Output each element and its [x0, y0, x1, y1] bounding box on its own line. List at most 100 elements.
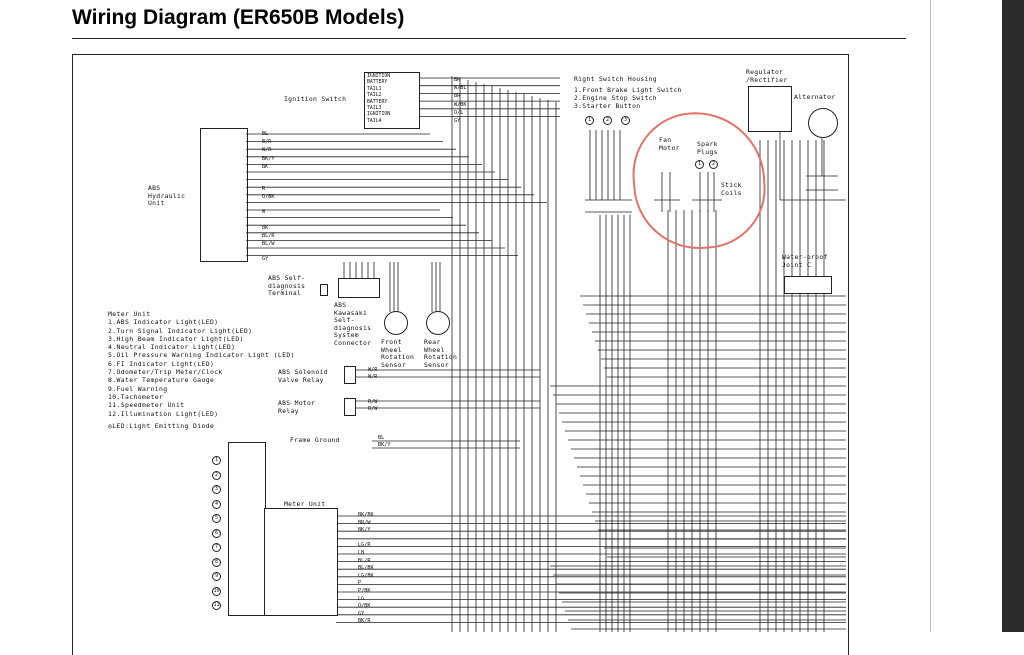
wire-code: W/R [368, 374, 378, 380]
right-switch-item: 2.Engine Stop Switch [574, 94, 657, 102]
ignition-switch-label: Ignition Switch [284, 95, 347, 103]
page-title: Wiring Diagram (ER650B Models) [72, 6, 405, 29]
wire-code: BL/BK [358, 565, 374, 572]
meter-indicator-number: 3 [212, 485, 221, 494]
wire-code [358, 535, 374, 543]
wire-code: P/BK [358, 587, 371, 594]
wire-code: BL/W [262, 241, 275, 248]
wire-code: BL/R [262, 232, 275, 239]
wire-code: O/L [454, 109, 464, 116]
wire-code: R [262, 186, 266, 193]
meter-unit-legend-item: 4.Neutral Indicator Light(LED) [108, 343, 236, 352]
meter-unit-legend-item: 12.Illumination Light(LED) [108, 409, 219, 418]
wire-code: R/W [368, 399, 378, 405]
abs-self-diagnosis-terminal-label: ABS Self- diagnosis Terminal [268, 274, 306, 298]
window-edge-strip [1002, 0, 1024, 632]
front-wheel-sensor-symbol [384, 311, 408, 335]
wire-code: BK/Y [262, 155, 275, 162]
wire-code: BL [262, 131, 269, 137]
wire-code: GY [358, 610, 365, 617]
meter-unit-legend-item: 3.High Beam Indicator Light(LED) [108, 334, 244, 343]
abs-motor-relay-label: ABS Motor Relay [278, 399, 316, 415]
abs-kawasaki-connector [338, 278, 380, 298]
diagram-frame [72, 54, 849, 655]
wire-code: BK [262, 224, 269, 231]
wire-code [262, 171, 275, 178]
meter-indicator-number: 7 [212, 543, 221, 552]
meter-indicator-number: 2 [212, 470, 221, 480]
abs-solenoid-valve-relay-label: ABS Solenoid Valve Relay [278, 368, 328, 384]
wire-code: W [262, 209, 266, 216]
abs-hydraulic-unit-label: ABS Hydraulic Unit [148, 184, 186, 208]
wire-code [262, 201, 275, 208]
abs-motor-relay [344, 398, 356, 416]
wire-code: BK/Y [358, 527, 371, 534]
meter-indicator-number: 8 [212, 557, 221, 567]
abs-kawasaki-connector-label: ABS Kawasaki Self- diagnosis System Conn… [334, 301, 372, 347]
abs-hydraulic-unit-box [200, 128, 248, 262]
wire-code: BL [378, 435, 385, 441]
wire-code: W/BK [454, 101, 467, 108]
page-edge [930, 0, 931, 632]
wire-code: O/BK [358, 603, 371, 610]
ignition-table-row: IGNITION [367, 74, 391, 79]
right-switch-number: 3 [621, 116, 630, 125]
abs-self-diagnosis-terminal [320, 284, 328, 296]
ignition-table-row: TAIL4 [367, 118, 382, 124]
meter-unit-legend-item: 11.Speedmeter Unit [108, 401, 185, 410]
water-proof-joint-box [784, 276, 832, 294]
rear-wheel-sensor-label: Rear Wheel Rotation Sensor [424, 338, 458, 369]
alternator-symbol [808, 108, 838, 138]
alternator-label: Alternator [794, 93, 836, 101]
right-switch-item: 1.Front Brake Light Switch [574, 86, 682, 94]
meter-unit-legend-item: 5.Oil Pressure Warning Indicator Light (… [108, 351, 295, 360]
ignition-table-row: IGNITION [367, 112, 391, 118]
ignition-table-row: BATTERY [367, 80, 388, 86]
meter-unit-box-label: Meter Unit [284, 500, 326, 508]
fan-motor-label: Fan Motor [659, 136, 680, 152]
ignition-table-row: TAIL2 [367, 93, 382, 99]
meter-unit-box [264, 508, 338, 616]
wire-code: BR [454, 93, 461, 100]
wire-code: BL/R [358, 557, 371, 564]
meter-unit-legend-item: 1.ABS Indicator Light(LED) [108, 318, 219, 327]
meter-indicator-number: 4 [212, 499, 221, 509]
wire-code [262, 178, 275, 185]
wire-code: GY [262, 256, 269, 263]
spark-plugs-label: Spark Plugs [697, 140, 718, 156]
wire-code [262, 248, 275, 255]
wire-code: GY [454, 118, 461, 125]
meter-unit-legend: Meter Unit 1.ABS Indicator Light(LED)2.T… [108, 310, 295, 430]
right-switch-housing-label: Right Switch Housing [574, 75, 657, 83]
spark-plug-number: 1 [695, 160, 704, 169]
wire-code: BR/W [358, 519, 371, 526]
abs-solenoid-valve-relay [344, 366, 356, 384]
wire-code: B/R [262, 139, 272, 146]
wire-code: BK [454, 77, 461, 83]
front-wheel-sensor-label: Front Wheel Rotation Sensor [381, 338, 415, 369]
meter-indicator-number: 1 [212, 456, 221, 465]
ignition-table-row: TAIL1 [367, 86, 382, 92]
frame-ground-label: Frame Ground [290, 436, 340, 444]
right-switch-number: 1 [585, 116, 594, 125]
wire-code: O/BK [262, 194, 275, 201]
wire-code: W/BL [454, 85, 467, 92]
meter-unit-legend-item: 10.Tachometer [108, 392, 164, 401]
regulator-rectifier-box [748, 86, 792, 132]
wire-code: LG [358, 595, 365, 602]
meter-indicator-number: 9 [212, 572, 221, 581]
wire-code: LG/BK [358, 572, 374, 579]
rear-wheel-sensor-symbol [426, 311, 450, 335]
meter-unit-legend-item: 9.Fuel Warning [108, 384, 168, 393]
stick-coils-label: Stick Coils [721, 181, 742, 197]
ignition-table-row: BATTERY [367, 99, 388, 105]
wire-code: BK/Y [378, 442, 391, 448]
meter-unit-legend-item: 6.FI Indicator Light(LED) [108, 359, 215, 368]
